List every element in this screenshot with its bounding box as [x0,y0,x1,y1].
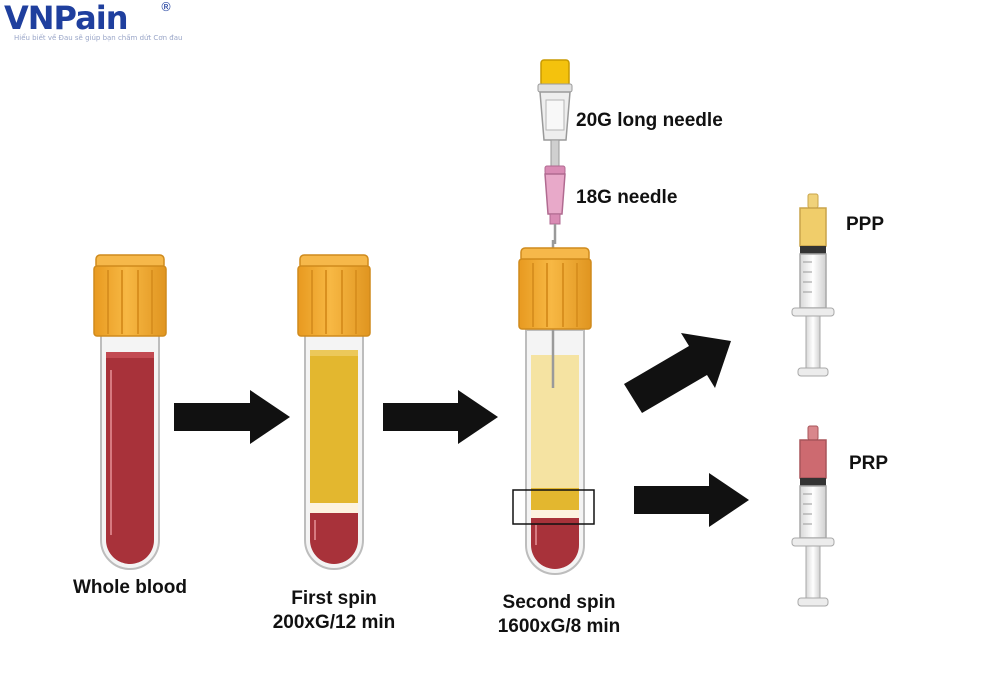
arrow-right-icon [634,473,749,527]
arrow-up-right-icon [624,333,731,413]
tube-whole-blood [93,254,167,570]
label-18g-needle: 18G needle [576,187,678,208]
label-line-1: Whole blood [73,577,187,598]
logo-tagline: Hiểu biết về Đau sẽ giúp bạn chấm dứt Cơ… [14,34,183,42]
collection-zone-box [512,489,595,525]
label-line-2: 200xG/12 min [272,612,396,633]
needle-18g-icon [544,165,566,244]
label-20g-needle: 20G long needle [576,110,723,131]
label-whole-blood: Whole blood [60,576,200,600]
label-line-1: Second spin [502,592,616,613]
arrow-right-icon [174,390,290,444]
tube-cap [518,247,592,330]
label-prp: PRP [849,453,889,474]
tube-first-spin [297,254,371,570]
tube-second-spin [512,240,595,575]
syringe-prp [791,425,835,607]
tube-cap [93,254,167,337]
logo-registered-mark: ® [160,0,172,14]
tube-cap [297,254,371,337]
logo-name: VNPain [4,0,128,37]
syringe-ppp [791,193,835,377]
arrow-right-icon [383,390,498,444]
needle-20g-icon [537,59,573,167]
label-line-1: First spin [291,588,377,609]
vnpain-logo: VNPain ® Hiểu biết về Đau sẽ giúp bạn ch… [4,0,184,46]
label-second-spin: Second spin 1600xG/8 min [484,591,634,639]
label-ppp: PPP [846,214,885,235]
label-line-2: 1600xG/8 min [497,616,621,637]
label-first-spin: First spin 200xG/12 min [264,587,404,635]
